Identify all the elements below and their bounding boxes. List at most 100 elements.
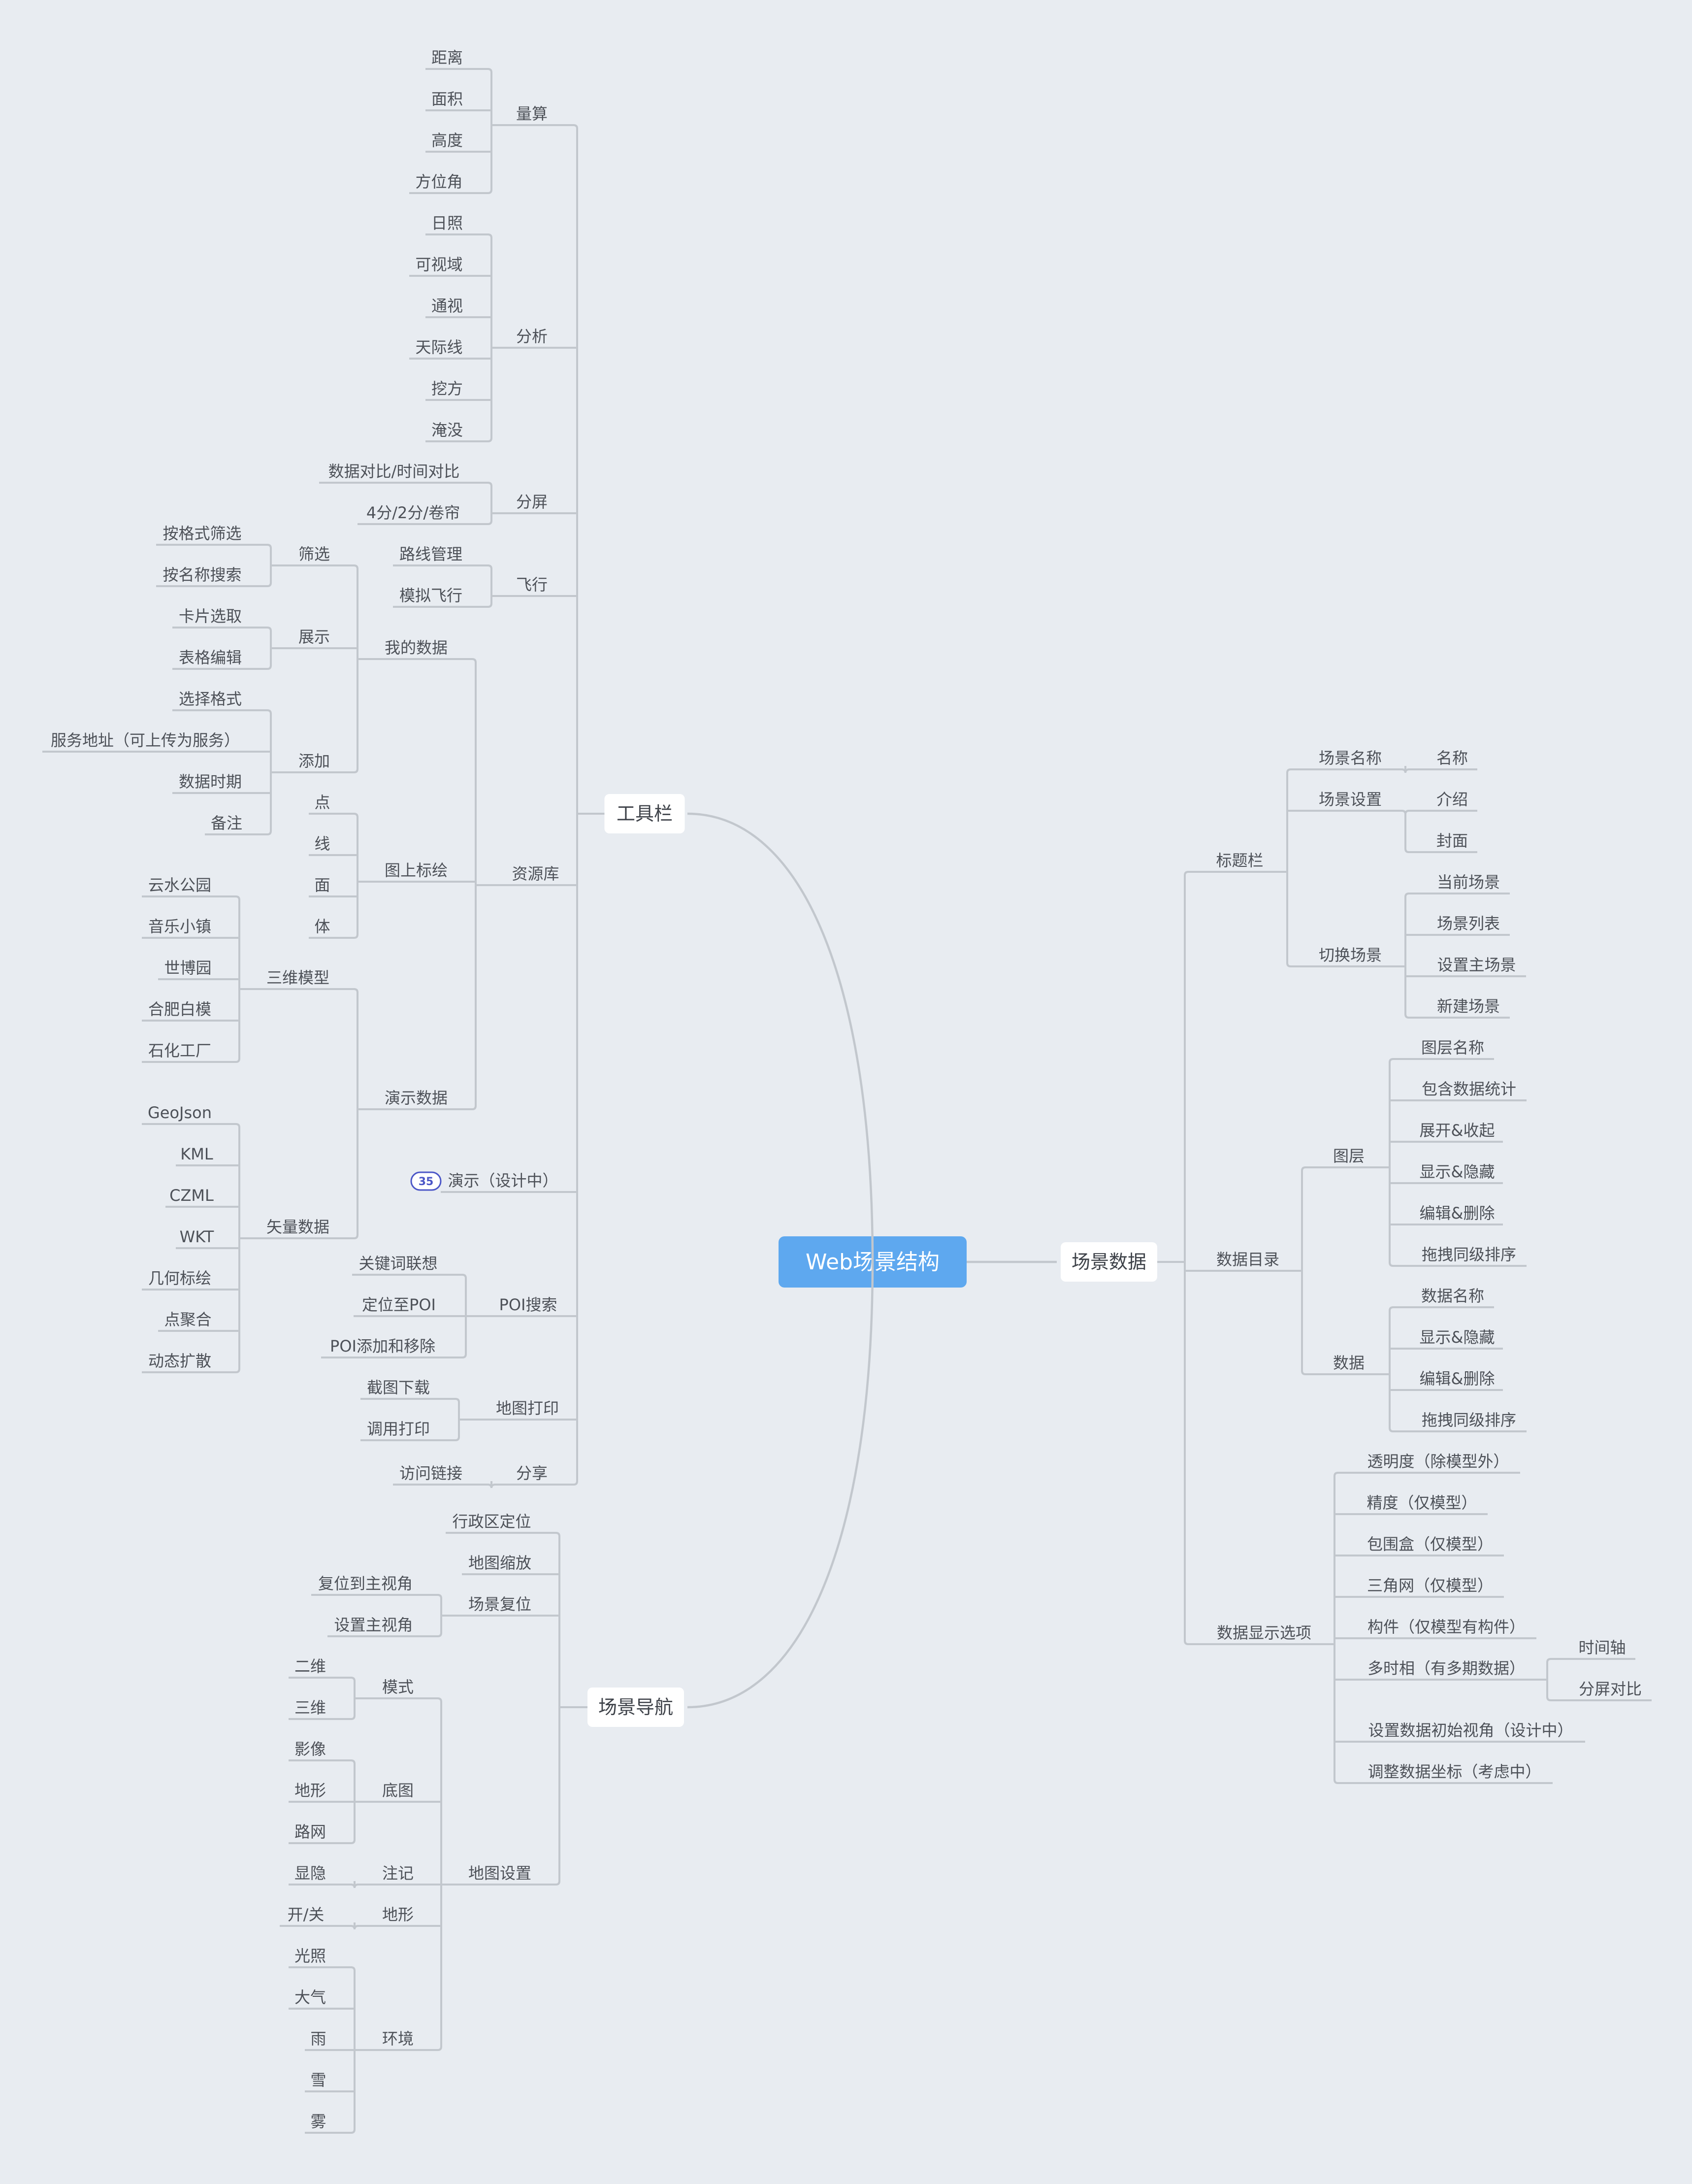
mindmap-node[interactable]: 数据	[1333, 1354, 1365, 1372]
mindmap-node[interactable]: 新建场景	[1437, 997, 1500, 1016]
mindmap-node[interactable]: 数据目录	[1216, 1250, 1279, 1269]
mindmap-node[interactable]: 图上标绘	[385, 861, 448, 880]
mindmap-node[interactable]: 图层	[1333, 1147, 1365, 1165]
mindmap-node[interactable]: 透明度（除模型外）	[1367, 1452, 1509, 1471]
mindmap-node[interactable]: 包围盒（仅模型）	[1367, 1535, 1493, 1554]
mindmap-node[interactable]: 可视域	[415, 255, 462, 274]
mindmap-node[interactable]: 体	[314, 917, 330, 936]
mindmap-node[interactable]: 数据名称	[1421, 1287, 1484, 1305]
main-topic-scene-data[interactable]: 场景数据	[1072, 1251, 1146, 1273]
mindmap-node[interactable]: 我的数据	[385, 638, 448, 657]
mindmap-node[interactable]: 天际线	[415, 338, 462, 357]
mindmap-node[interactable]: 截图下载	[367, 1378, 430, 1397]
mindmap-node[interactable]: 地形	[382, 1905, 414, 1924]
mindmap-node[interactable]: 路网	[294, 1822, 326, 1841]
mindmap-node[interactable]: 时间轴	[1578, 1638, 1626, 1657]
count-badge[interactable]	[410, 1171, 442, 1191]
mindmap-node[interactable]: 二维	[294, 1657, 326, 1676]
mindmap-node[interactable]: 标题栏	[1216, 851, 1263, 870]
mindmap-node[interactable]: 关键词联想	[358, 1254, 437, 1273]
mindmap-node[interactable]: GeoJson	[148, 1103, 212, 1122]
mindmap-node[interactable]: 点聚合	[164, 1310, 211, 1329]
mindmap-node[interactable]: 模拟飞行	[399, 586, 462, 605]
mindmap-node[interactable]: 分享	[516, 1464, 548, 1483]
mindmap-node[interactable]: 点	[314, 793, 330, 812]
mindmap-node[interactable]: 距离	[431, 48, 463, 67]
mindmap-node[interactable]: 飞行	[516, 575, 548, 594]
mindmap-node[interactable]: 方位角	[415, 172, 462, 191]
mindmap-node[interactable]: 环境	[382, 2029, 414, 2048]
mindmap-node[interactable]: 调用打印	[367, 1420, 430, 1438]
mindmap-node[interactable]: 显示&隐藏	[1420, 1328, 1495, 1347]
main-topic-navigation[interactable]: 场景导航	[598, 1696, 673, 1718]
mindmap-node[interactable]: 服务地址（可上传为服务）	[51, 731, 240, 750]
mindmap-node[interactable]: 编辑&删除	[1420, 1204, 1495, 1223]
mindmap-node[interactable]: 三维模型	[266, 968, 329, 987]
mindmap-node[interactable]: 场景列表	[1437, 914, 1500, 933]
mindmap-node[interactable]: 精度（仅模型）	[1367, 1493, 1477, 1512]
mindmap-node[interactable]: 石化工厂	[148, 1041, 211, 1060]
mindmap-node[interactable]: 光照	[294, 1947, 326, 1965]
mindmap-node[interactable]: 云水公园	[148, 876, 211, 894]
mindmap-node[interactable]: 合肥白模	[148, 1000, 211, 1019]
mindmap-node[interactable]: CZML	[169, 1186, 214, 1205]
mindmap-node[interactable]: 分析	[516, 327, 548, 346]
mindmap-node[interactable]: 日照	[431, 214, 463, 232]
mindmap-node[interactable]: 演示数据	[385, 1089, 448, 1107]
mindmap-node[interactable]: 音乐小镇	[148, 917, 211, 936]
mindmap-node[interactable]: 复位到主视角	[318, 1574, 413, 1593]
mindmap-node[interactable]: 按格式筛选	[163, 524, 241, 543]
mindmap-node[interactable]: 矢量数据	[266, 1218, 329, 1236]
mindmap-node[interactable]: 添加	[298, 752, 330, 770]
mindmap-node[interactable]: 路线管理	[399, 545, 462, 563]
mindmap-node[interactable]: 数据显示选项	[1217, 1623, 1311, 1642]
mindmap-node[interactable]: 面积	[431, 90, 463, 108]
mindmap-node[interactable]: 注记	[382, 1864, 414, 1883]
main-topic-toolbar[interactable]: 工具栏	[617, 803, 673, 825]
mindmap-node[interactable]: 高度	[431, 131, 463, 150]
mindmap-node[interactable]: 访问链接	[399, 1464, 462, 1483]
mindmap-node[interactable]: 分屏	[516, 493, 548, 511]
mindmap-node[interactable]: 包含数据统计	[1422, 1080, 1516, 1098]
mindmap-node[interactable]: 多时相（有多期数据）	[1367, 1659, 1525, 1678]
mindmap-node[interactable]: 设置主视角	[334, 1616, 413, 1634]
mindmap-node[interactable]: 三角网（仅模型）	[1367, 1576, 1493, 1595]
mindmap-node[interactable]: KML	[180, 1145, 213, 1163]
mindmap-node[interactable]: 编辑&删除	[1420, 1369, 1495, 1388]
mindmap-node[interactable]: 设置数据初始视角（设计中）	[1368, 1721, 1573, 1740]
mindmap-node[interactable]: 构件（仅模型有构件）	[1367, 1618, 1525, 1636]
mindmap-node[interactable]: 封面	[1436, 831, 1468, 850]
mindmap-node[interactable]: 雾	[310, 2112, 326, 2131]
mindmap-node[interactable]: 设置主场景	[1437, 956, 1516, 974]
mindmap-node[interactable]: 4分/2分/卷帘	[366, 503, 460, 522]
mindmap-node[interactable]: 切换场景	[1319, 946, 1382, 964]
mindmap-node[interactable]: 调整数据坐标（考虑中）	[1367, 1762, 1541, 1781]
mindmap-node[interactable]: 场景名称	[1319, 749, 1382, 767]
mindmap-node[interactable]: 量算	[516, 104, 548, 123]
mindmap-node[interactable]: 雨	[310, 2029, 326, 2048]
mindmap-node[interactable]: 演示（设计中）	[448, 1171, 558, 1190]
mindmap-node[interactable]: 地图打印	[496, 1399, 559, 1418]
mindmap-node[interactable]: 面	[314, 876, 330, 894]
mindmap-node[interactable]: 动态扩散	[148, 1352, 211, 1370]
mindmap-node[interactable]: 地图设置	[468, 1864, 531, 1883]
mindmap-node[interactable]: 几何标绘	[148, 1269, 211, 1288]
mindmap-node[interactable]: 展开&收起	[1420, 1121, 1495, 1140]
mindmap-node[interactable]: 淹没	[431, 421, 463, 439]
mindmap-node[interactable]: 按名称搜索	[163, 565, 241, 584]
mindmap-node[interactable]: 名称	[1436, 749, 1468, 767]
mindmap-node[interactable]: 地图缩放	[468, 1554, 531, 1572]
mindmap-node[interactable]: 拖拽同级排序	[1422, 1245, 1516, 1264]
mindmap-node[interactable]: 表格编辑	[179, 648, 242, 667]
mindmap-node[interactable]: 备注	[211, 814, 242, 832]
mindmap-node[interactable]: 当前场景	[1437, 873, 1500, 892]
mindmap-node[interactable]: 卡片选取	[179, 607, 242, 626]
mindmap-node[interactable]: 线	[314, 834, 330, 853]
mindmap-node[interactable]: 通视	[431, 297, 463, 315]
mindmap-node[interactable]: 场景复位	[468, 1595, 531, 1614]
mindmap-node[interactable]: 行政区定位	[452, 1512, 531, 1531]
mindmap-node[interactable]: 显隐	[294, 1864, 326, 1883]
mindmap-node[interactable]: 介绍	[1436, 790, 1468, 809]
mindmap-node[interactable]: WKT	[180, 1227, 214, 1246]
mindmap-node[interactable]: 图层名称	[1421, 1038, 1484, 1057]
